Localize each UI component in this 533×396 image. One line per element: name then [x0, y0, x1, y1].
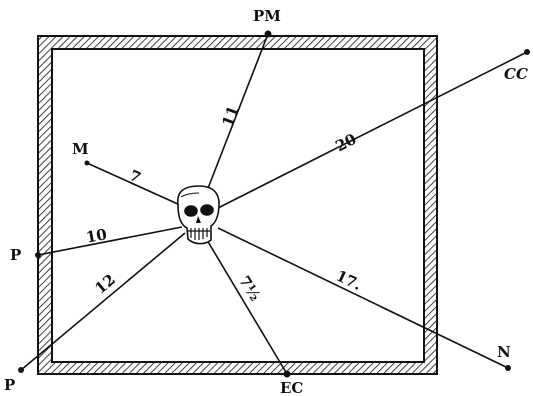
dot-pm	[264, 30, 272, 38]
distance-m: 7	[127, 166, 144, 187]
dot-cc	[524, 49, 530, 55]
distance-labels: 11 20 7 10 12 7½ 17.	[85, 103, 365, 304]
line-to-cc	[217, 51, 528, 209]
dot-ec	[283, 370, 291, 378]
line-to-p-left	[37, 226, 183, 256]
line-to-pm	[204, 33, 269, 197]
distance-n: 17.	[333, 267, 364, 294]
distance-cc: 20	[332, 130, 359, 156]
line-to-m	[86, 162, 181, 206]
label-ec: EC	[280, 379, 303, 396]
dot-p-corner	[18, 367, 24, 373]
distance-ec: 7½	[235, 273, 264, 305]
endpoint-dots	[18, 30, 530, 378]
radial-lines	[20, 33, 528, 375]
line-to-n	[217, 227, 509, 369]
dot-n	[505, 365, 511, 371]
line-to-ec	[206, 239, 288, 375]
label-p-corner: P	[4, 376, 15, 394]
dot-m	[84, 160, 90, 166]
label-pm: PM	[253, 7, 281, 25]
room-frame	[37, 35, 438, 375]
point-labels: PM CC M P P N EC	[4, 7, 528, 396]
skull-icon	[176, 185, 220, 245]
label-n: N	[497, 343, 511, 361]
label-cc: CC	[504, 65, 528, 83]
label-p-left: P	[10, 246, 21, 264]
dot-p-left	[35, 252, 41, 258]
distance-p-corner: 12	[91, 270, 119, 297]
line-to-p-corner	[20, 232, 186, 371]
distance-p-left: 10	[85, 225, 109, 246]
label-m: M	[72, 140, 89, 158]
